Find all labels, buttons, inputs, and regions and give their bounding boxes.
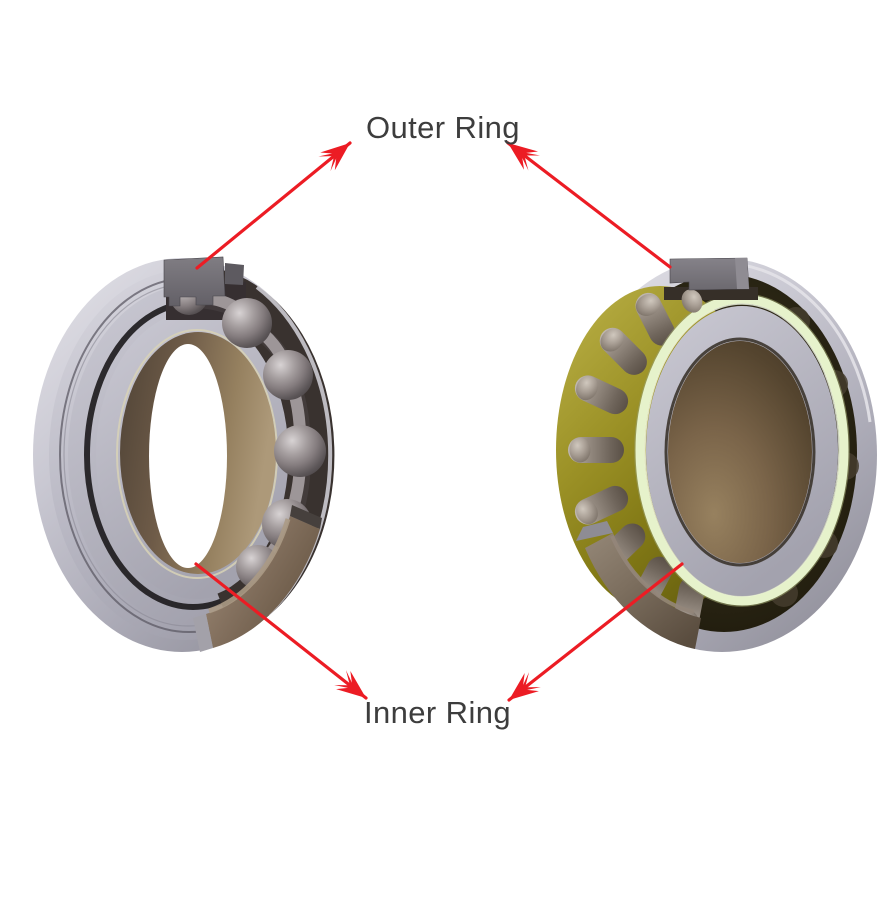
left-bearing-section-cut-bottom — [193, 505, 322, 652]
arrow-inner-ring-right — [507, 562, 684, 702]
roller — [568, 437, 624, 463]
ball-bearing — [33, 256, 335, 652]
roller — [635, 292, 676, 346]
left-bearing-section-cut-top — [163, 256, 244, 307]
roller — [574, 485, 629, 525]
right-bearing-section-cut-top — [664, 257, 758, 313]
callout-arrows — [194, 141, 684, 702]
right-bearing-section-cut-bottom — [576, 521, 701, 649]
ball — [263, 350, 313, 400]
arrow-outer-ring-right — [506, 141, 672, 269]
arrow-outer-ring-left — [195, 141, 352, 270]
ball — [222, 298, 272, 348]
outer-ring-label: Outer Ring — [366, 110, 520, 145]
arrow-inner-ring-left — [194, 562, 368, 700]
left-bearing-through-hole — [149, 344, 227, 568]
roller — [574, 375, 629, 415]
roller-bearing — [556, 257, 877, 652]
ball — [274, 425, 326, 477]
right-bearing-bore — [668, 341, 812, 563]
right-bearing-inner-ring — [634, 293, 850, 607]
inner-ring-label: Inner Ring — [364, 695, 512, 730]
roller — [599, 327, 647, 375]
